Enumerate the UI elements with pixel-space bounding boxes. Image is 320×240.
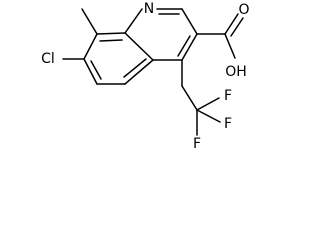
bond-c8a-c8: [96, 32, 126, 35]
bond-lines: [62, 8, 244, 136]
fluorine-label-bottom: F: [193, 136, 201, 152]
bond-c5-c4a-inner: [123, 58, 147, 78]
hydroxyl-label: OH: [225, 64, 247, 80]
fluorine-label-top: F: [224, 88, 232, 104]
bond-c8a-n: [124, 8, 143, 34]
bond-c8-methyl: [81, 8, 98, 35]
chemical-structure: N Cl O OH F F F: [41, 1, 249, 152]
bond-c4a-c8a: [124, 32, 154, 61]
bond-c5-c4a: [124, 59, 154, 85]
bond-c8a-c8-inner: [99, 39, 123, 42]
bond-c2-c3: [181, 8, 198, 35]
bond-cooh-c-oh: [224, 33, 236, 59]
bond-cooh-c-o: [224, 13, 239, 35]
bond-c3-c4: [181, 33, 198, 61]
chlorine-label: Cl: [41, 51, 55, 67]
bond-cf3-f-right: [196, 109, 221, 123]
bond-cooh-c-o-double: [230, 17, 244, 37]
bond-c8-c7: [83, 33, 98, 60]
nitrogen-label: N: [144, 1, 154, 17]
bond-cf3-c-c: [181, 85, 198, 111]
oxygen-label: O: [238, 2, 249, 18]
bond-c7-c6: [83, 58, 98, 85]
fluorine-label-right: F: [224, 116, 232, 132]
bond-c7-c6-inner: [90, 60, 102, 80]
bond-cf3-f-top: [196, 97, 220, 111]
bond-c3-c4-inner: [177, 35, 191, 57]
